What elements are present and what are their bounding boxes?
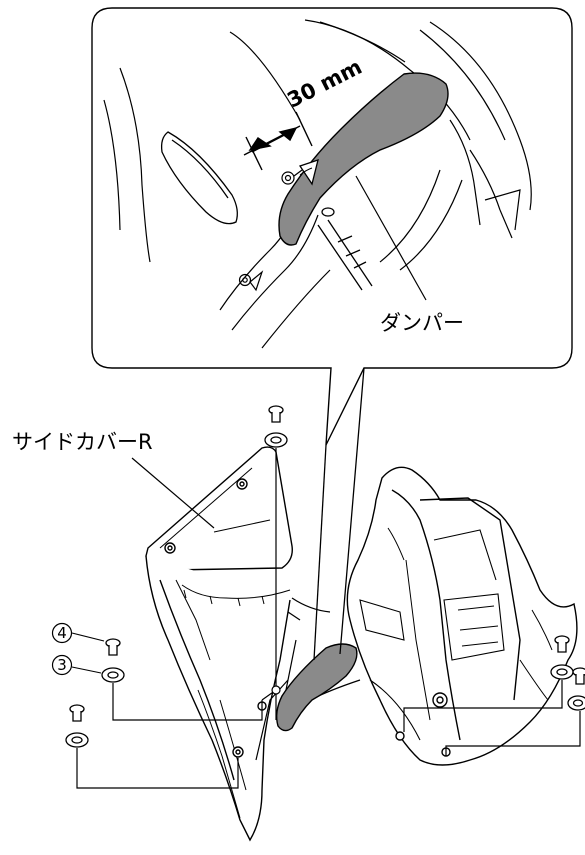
detail-bracket xyxy=(317,219,373,291)
callout-4: 4 xyxy=(51,622,105,644)
bolt-lower-left xyxy=(65,704,89,748)
callout-3: 3 xyxy=(51,654,102,676)
washer-3 xyxy=(101,667,125,683)
svg-text:4: 4 xyxy=(57,624,67,642)
side-cover-r xyxy=(145,446,293,842)
damper-leader-line xyxy=(355,175,427,301)
bolt-top-center xyxy=(264,405,288,448)
rear-body xyxy=(346,466,578,766)
damper-detail-shape xyxy=(278,72,449,246)
bolt-right-lower xyxy=(567,667,585,711)
mount-hole-top xyxy=(271,685,281,695)
detail-pointer-lines xyxy=(313,367,365,661)
damper-label: ダンパー xyxy=(380,311,464,335)
leader-right-lower xyxy=(445,711,581,756)
detail-panel-opening xyxy=(160,131,238,225)
detail-bolt-lower xyxy=(238,270,264,292)
detail-frame-lines xyxy=(103,19,532,349)
leader-lower-left xyxy=(76,748,239,789)
svg-text:3: 3 xyxy=(57,656,67,674)
side-cover-label: サイドカバーR xyxy=(12,430,153,454)
damper-main-shape xyxy=(275,643,358,732)
leader-washer-3 xyxy=(112,683,263,721)
side-cover-leader-line xyxy=(131,457,215,529)
dimension-30mm xyxy=(243,111,313,171)
leader-right-upper xyxy=(403,680,563,732)
bolt-4 xyxy=(105,638,121,656)
detail-bolt-upper xyxy=(281,169,303,185)
detail-clamp xyxy=(321,207,335,217)
detail-view xyxy=(91,7,573,446)
mark-tick xyxy=(299,167,313,176)
alignment-mark-icon xyxy=(298,159,319,186)
